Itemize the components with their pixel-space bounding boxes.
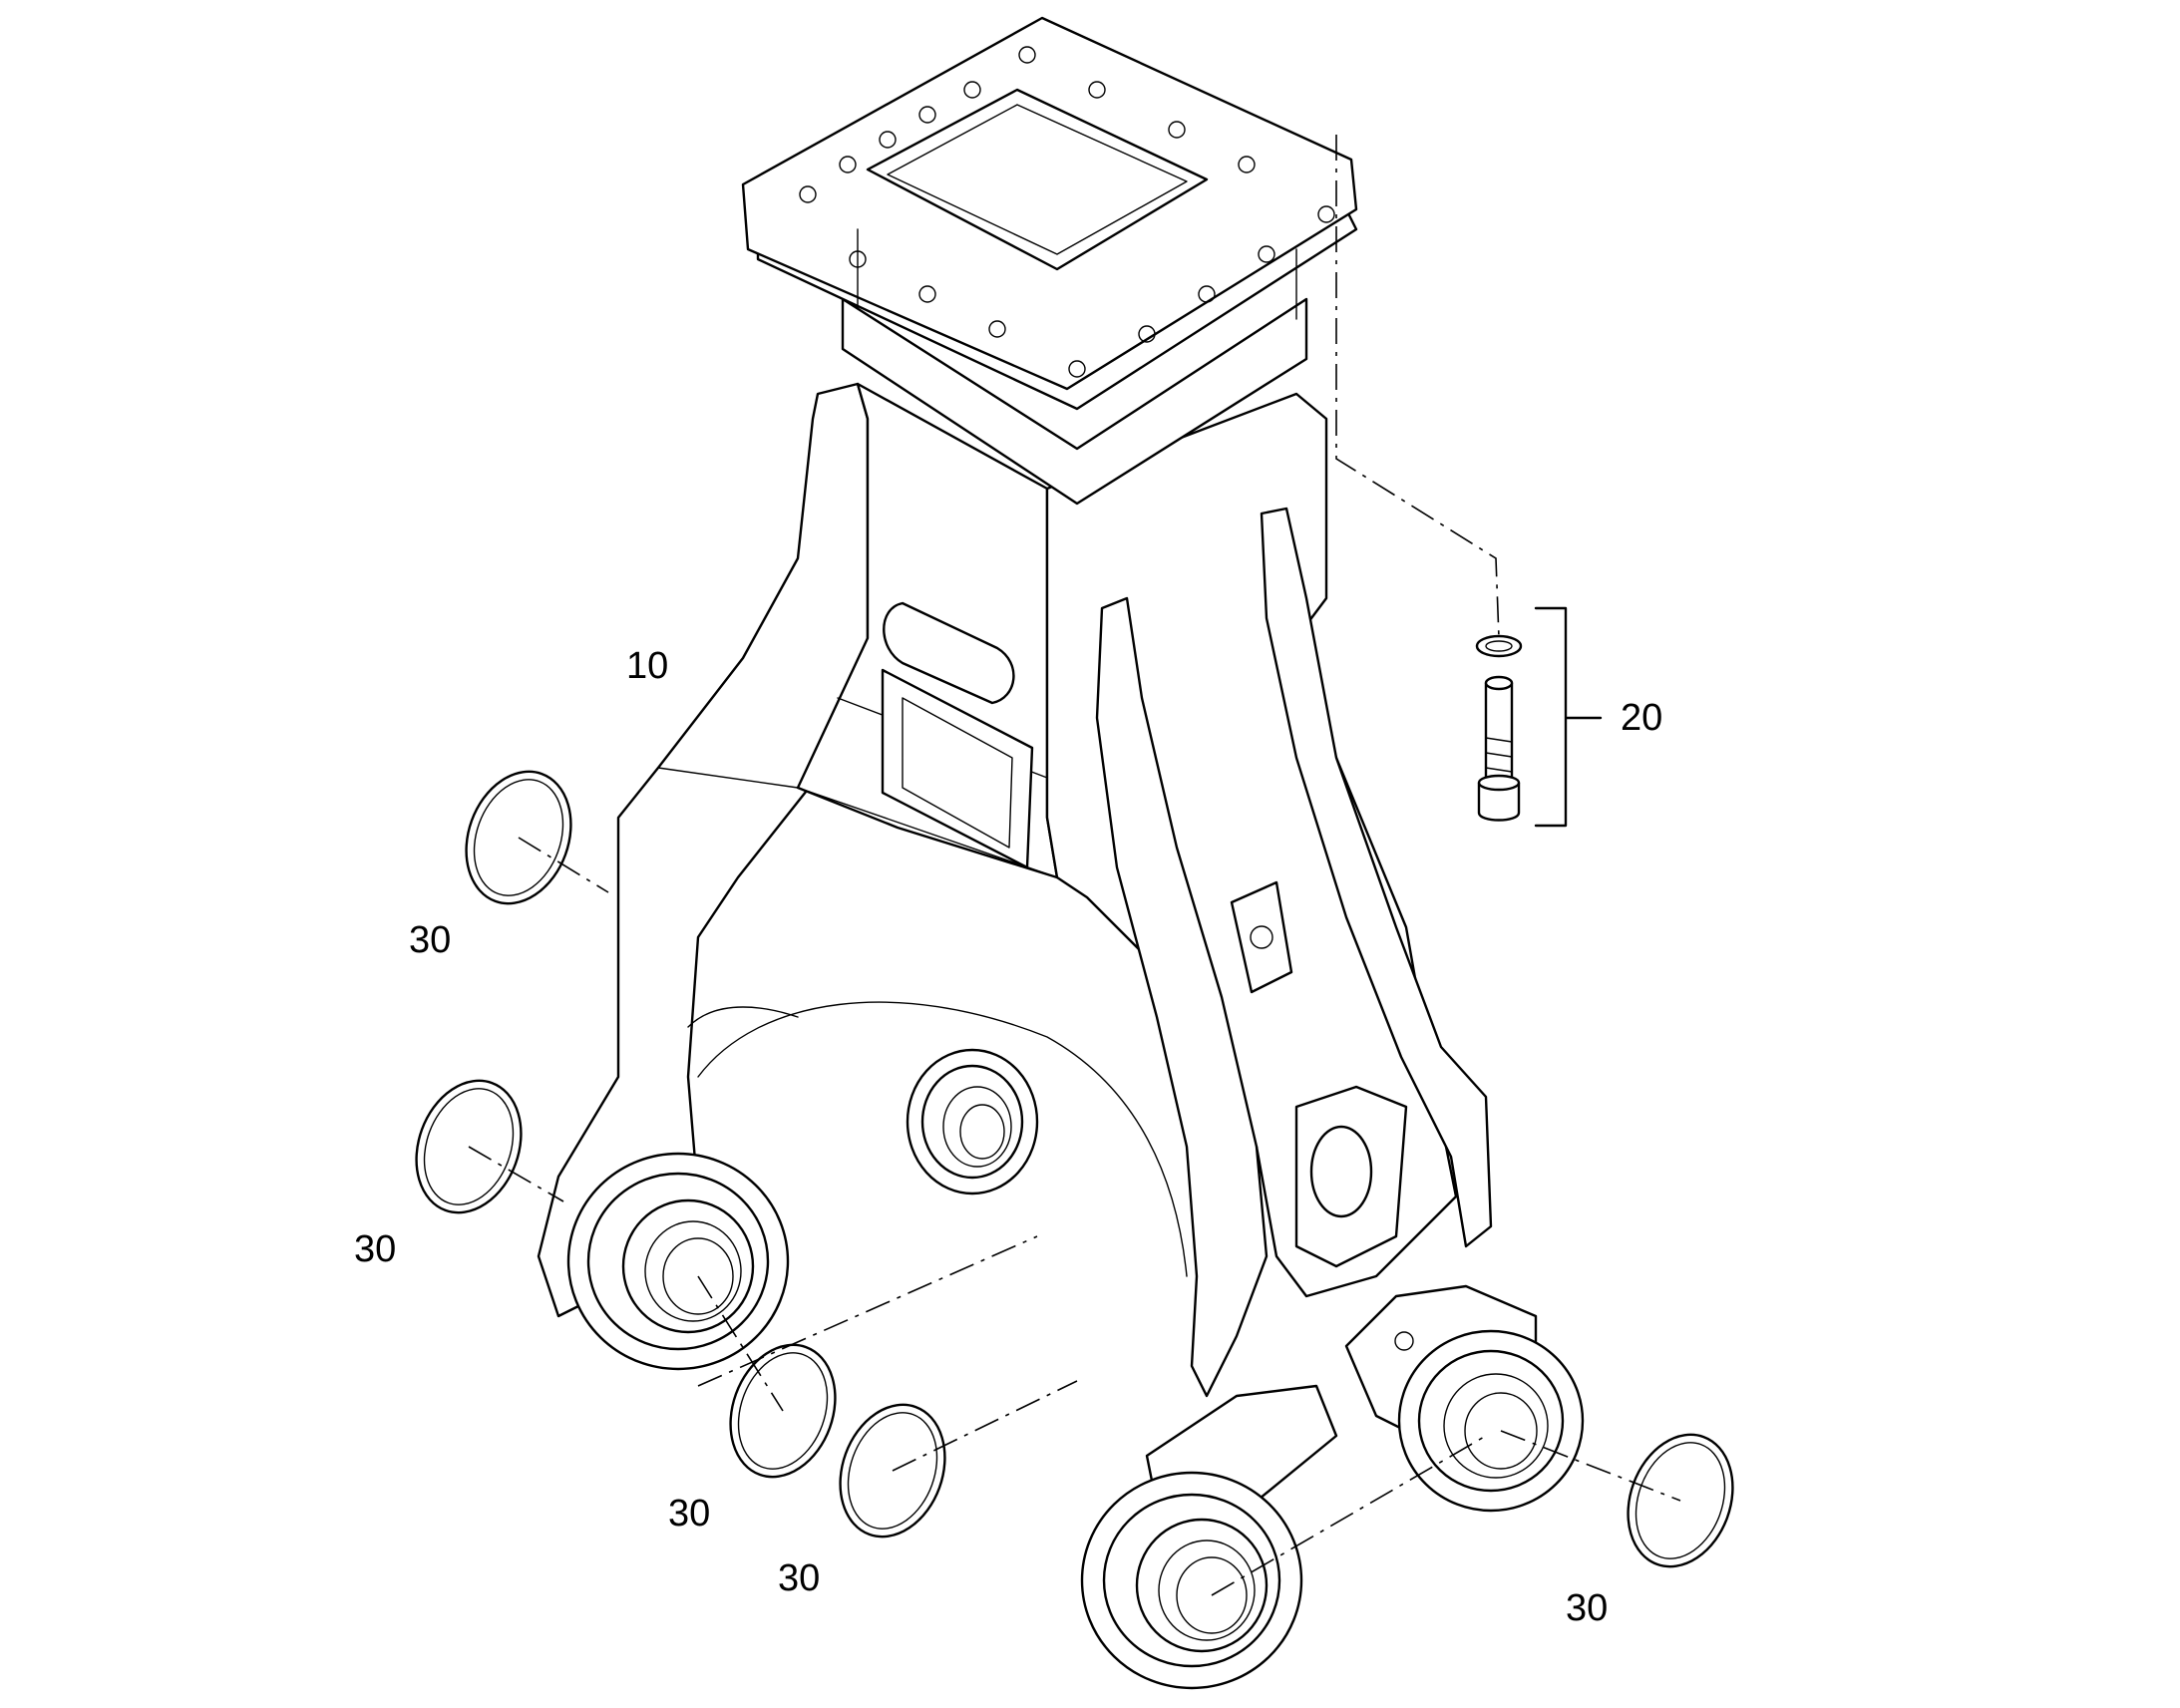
link-lug bbox=[1294, 1085, 1408, 1268]
bolt-kit bbox=[1335, 135, 1603, 828]
callout-ring-upper-left: 30 bbox=[409, 919, 451, 961]
rotator-frame bbox=[537, 16, 1585, 1690]
rear-left-pin-boss bbox=[906, 1048, 1039, 1196]
o-ring-lower-middle bbox=[839, 1380, 1078, 1538]
pin-axis-right bbox=[1211, 1435, 1487, 1596]
pin-axis-left bbox=[697, 1235, 1038, 1387]
socket-head-bolt bbox=[1477, 675, 1521, 822]
warning-decal bbox=[1230, 880, 1293, 994]
frame-right-outer-rib bbox=[1260, 507, 1493, 1248]
bolt-axis-line bbox=[1335, 135, 1500, 639]
oval-cover-plate bbox=[883, 601, 1015, 705]
callout-ring-lower-middle: 30 bbox=[778, 1557, 820, 1599]
callout-ring-mid-left: 30 bbox=[354, 1228, 396, 1270]
frame-right-rib bbox=[1095, 596, 1269, 1398]
o-ring-upper-left bbox=[465, 770, 609, 905]
rear-right-pin-boss bbox=[1344, 1284, 1585, 1513]
callout-frame: 10 bbox=[626, 645, 668, 687]
o-ring-lower-center bbox=[697, 1275, 837, 1479]
callout-ring-lower-right: 30 bbox=[1566, 1587, 1608, 1629]
square-cover-plate bbox=[881, 668, 1034, 869]
front-right-pin-boss bbox=[1080, 1384, 1338, 1690]
left-pin-boss bbox=[566, 1152, 790, 1371]
decal-symbol-icon bbox=[1250, 925, 1273, 949]
callout-bolt-kit: 20 bbox=[1621, 697, 1662, 739]
callout-ring-lower-center: 30 bbox=[668, 1493, 710, 1535]
washer bbox=[1475, 634, 1523, 658]
o-ring-lower-right bbox=[1500, 1430, 1734, 1568]
frame-right-face bbox=[1045, 392, 1458, 1298]
top-mounting-flange bbox=[741, 16, 1358, 506]
kit-bracket bbox=[1534, 606, 1603, 828]
o-ring-mid-left bbox=[415, 1079, 564, 1214]
flange-bolt-holes bbox=[799, 46, 1335, 378]
